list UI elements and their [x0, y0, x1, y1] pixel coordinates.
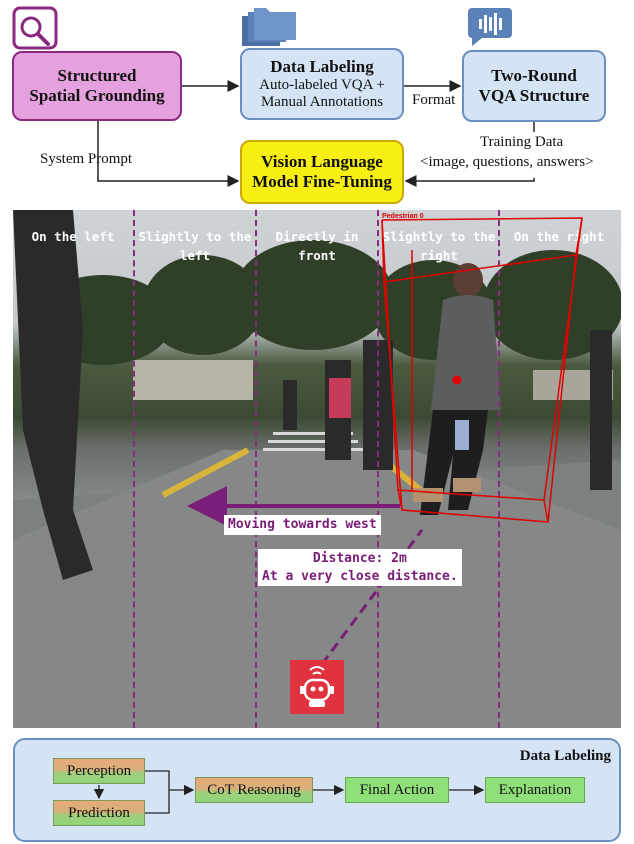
- zone-divider-4: [498, 210, 500, 728]
- zone-divider-2: [255, 210, 257, 728]
- perception-box: Perception: [53, 758, 145, 784]
- scene-overlay: [187, 217, 583, 665]
- training-data-tuple: <image, questions, answers>: [420, 154, 594, 170]
- vlm-finetuning-box: Vision Language Model Fine-Tuning: [240, 140, 404, 204]
- distance-line: [320, 529, 424, 665]
- training-data-label: Training Data: [480, 134, 564, 150]
- data-labeling-line2: Auto-labeled VQA +: [259, 76, 385, 93]
- structured-grounding-line2: Spatial Grounding: [29, 86, 165, 105]
- pedestrian-label: Pedestrian 0: [382, 213, 424, 220]
- vlm-line2: Model Fine-Tuning: [252, 172, 392, 191]
- distance-line1: Distance: 2m: [312, 551, 407, 566]
- panel-title: Data Labeling: [519, 748, 611, 764]
- zone-label-left: On the left: [18, 228, 128, 247]
- two-round-line2: VQA Structure: [478, 86, 590, 105]
- structured-spatial-grounding-box: Structured Spatial Grounding: [12, 51, 182, 121]
- data-labeling-box: Data Labeling Auto-labeled VQA + Manual …: [240, 48, 404, 120]
- zone-label-right: On the right: [500, 228, 618, 247]
- two-round-line1: Two-Round: [491, 66, 577, 86]
- distance-line2: At a very close distance.: [262, 568, 458, 584]
- street-scene-photo: [13, 210, 621, 728]
- data-labeling-line3: Manual Annotations: [260, 93, 384, 110]
- zone-right-line1: On the right: [513, 229, 605, 244]
- explanation-box: Explanation: [485, 777, 585, 803]
- zone-front-line1: Directly in: [275, 229, 359, 244]
- zone-label-slightly-right: Slightly to the right: [380, 228, 498, 266]
- zone-label-slightly-left: Slightly to the left: [136, 228, 254, 266]
- vlm-line1: Vision Language: [261, 152, 383, 172]
- pedestrian-center-point: [452, 375, 462, 385]
- zone-slightly-right-line1: Slightly to the: [382, 229, 496, 244]
- data-labeling-title: Data Labeling: [270, 56, 374, 76]
- two-round-vqa-box: Two-Round VQA Structure: [462, 50, 606, 122]
- system-prompt-label: System Prompt: [40, 151, 133, 167]
- robot-icon: [290, 660, 344, 714]
- zone-label-front: Directly in front: [258, 228, 376, 266]
- zone-divider-3: [377, 210, 379, 728]
- zone-slightly-left-line1: Slightly to the: [138, 229, 252, 244]
- zone-slightly-right-line2: right: [420, 247, 458, 263]
- format-label: Format: [412, 92, 456, 108]
- zone-left-line1: On the left: [31, 229, 115, 244]
- prediction-box: Prediction: [53, 800, 145, 826]
- final-action-box: Final Action: [345, 777, 449, 803]
- cot-reasoning-box: CoT Reasoning: [195, 777, 313, 803]
- pedestrian-bbox-3d: [381, 217, 583, 523]
- folders-icon: [238, 4, 300, 50]
- movement-tag: Moving towards west: [224, 515, 381, 535]
- structured-grounding-line1: Structured: [57, 66, 137, 86]
- zone-slightly-left-line2: left: [179, 247, 211, 263]
- magnifier-icon: [12, 6, 58, 50]
- chat-audio-icon: [464, 4, 516, 50]
- zone-divider-1: [133, 210, 135, 728]
- data-labeling-panel: Data Labeling Perception Prediction CoT …: [13, 738, 621, 842]
- panel-connectors: [93, 770, 485, 814]
- zone-front-line2: front: [298, 247, 336, 263]
- distance-tag: Distance: 2m At a very close distance.: [258, 549, 462, 587]
- top-flow-connectors: [97, 80, 535, 187]
